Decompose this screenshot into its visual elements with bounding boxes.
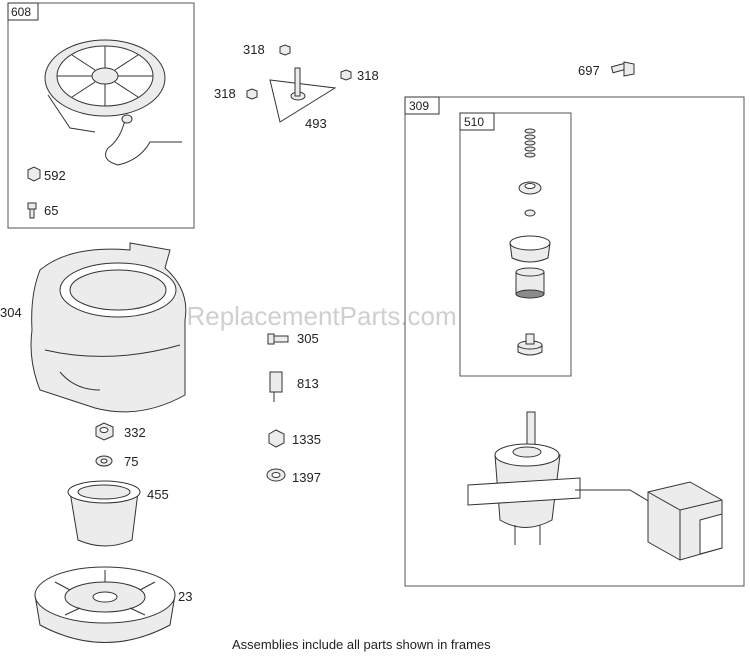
part-813-label: 813 [297,376,319,391]
frame-309-tag: 309 [409,99,429,113]
part-493[interactable]: 493 [269,67,337,131]
part-304-label: 304 [0,305,22,320]
part-318-right-label: 318 [357,68,379,83]
drive-kit-pinion-gear[interactable] [515,267,545,299]
part-1397[interactable]: 1397 [266,468,321,485]
part-318-left[interactable]: 318 [214,86,258,101]
part-697[interactable]: 697 [578,61,635,78]
footer-note: Assemblies include all parts shown in fr… [232,637,491,652]
part-813[interactable]: 813 [269,371,319,402]
part-697-label: 697 [578,63,600,78]
part-455-label: 455 [147,487,169,502]
part-318-top-label: 318 [243,42,265,57]
part-493-label: 493 [305,116,327,131]
part-592[interactable]: 592 [27,166,66,183]
part-1335-label: 1335 [292,432,321,447]
part-332-label: 332 [124,425,146,440]
watermark-text: eReplacementParts.com [172,301,457,331]
part-592-label: 592 [44,168,66,183]
drive-kit-stop-nut[interactable] [517,333,543,356]
part-318-left-label: 318 [214,86,236,101]
part-23-label: 23 [178,589,192,604]
drive-kit-pinion-cup[interactable] [509,235,551,263]
part-318-right[interactable]: 318 [340,68,379,83]
frame-510: 510 [459,112,572,377]
part-23[interactable]: 23 [34,566,192,643]
recoil-starter-part[interactable] [44,39,182,166]
part-75-label: 75 [124,454,138,469]
drive-kit-collar[interactable] [518,181,542,195]
frame-510-tag: 510 [464,115,484,129]
part-1335[interactable]: 1335 [268,429,321,448]
frame-608-tag: 608 [11,5,31,19]
part-65-label: 65 [44,203,58,218]
frame-608: 608 [7,2,195,229]
part-318-top[interactable]: 318 [243,42,291,57]
part-455[interactable]: 455 [67,480,169,547]
part-65[interactable]: 65 [27,202,58,219]
part-305[interactable]: 305 [267,331,319,346]
starter-motor[interactable] [467,411,656,545]
part-305-label: 305 [297,331,319,346]
part-332[interactable]: 332 [95,422,146,441]
part-304[interactable]: 304 [0,242,187,413]
part-75[interactable]: 75 [95,454,138,469]
part-1397-label: 1397 [292,470,321,485]
starter-connector-plug[interactable] [647,481,723,561]
drive-kit-washer[interactable] [524,209,536,217]
drive-kit-spring[interactable] [524,128,536,158]
frame-309: 309 [404,96,745,587]
